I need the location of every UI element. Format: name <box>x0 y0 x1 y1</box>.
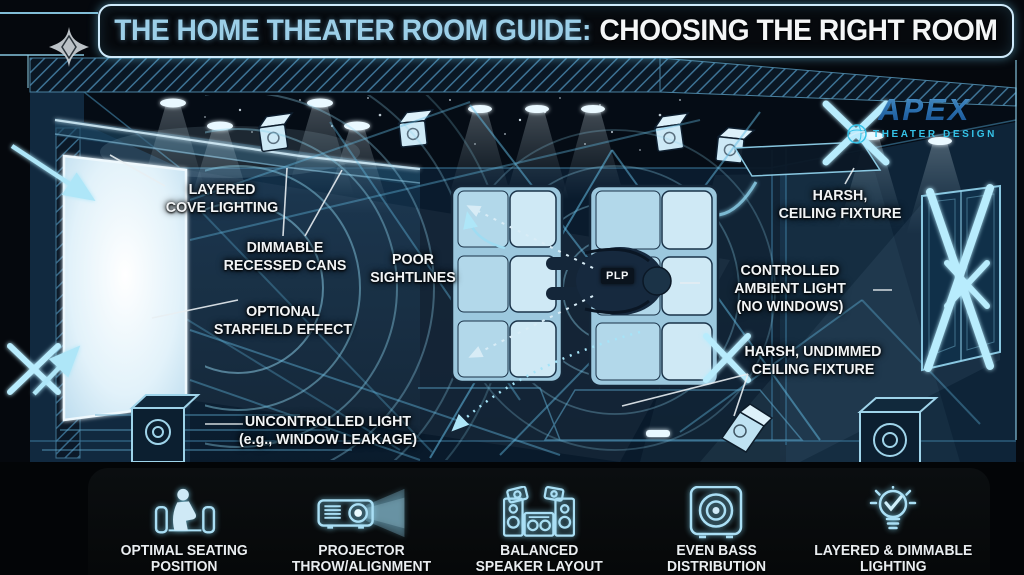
title-main: THE HOME THEATER ROOM GUIDE: <box>114 14 592 47</box>
legend-label: OPTIMAL SEATING POSITION <box>121 543 249 575</box>
legend-label: PROJECTOR THROW/ALIGNMENT <box>292 543 432 575</box>
label-optional-starfield: OPTIONAL STARFIELD EFFECT <box>213 303 353 338</box>
flat-ceiling-fixture <box>733 141 882 177</box>
title-sub: CHOOSING THE RIGHT ROOM <box>599 14 999 47</box>
projector-icon <box>317 488 405 538</box>
light-leak-arrows <box>10 144 96 396</box>
apex-logo: APEX THEATER DESIGN <box>846 94 1024 145</box>
floor-risers <box>42 387 804 451</box>
plp-badge: PLP <box>601 268 634 284</box>
legend-item-lighting: LAYERED & DIMMABLE LIGHTING <box>805 468 982 575</box>
globe-icon <box>847 124 867 144</box>
label-dimmable-recessed-cans: DIMMABLE RECESSED CANS <box>223 239 347 274</box>
speaker-stack-icon <box>503 486 575 537</box>
subwoofer-right <box>857 397 939 469</box>
legend-item-speakers: BALANCED SPEAKER LAYOUT <box>450 468 627 575</box>
subwoofer-icon <box>689 486 743 539</box>
logo-wordmark: APEX <box>878 94 1024 125</box>
label-harsh-ceiling-fixture: HARSH, CEILING FIXTURE <box>778 187 902 222</box>
legend-label: LAYERED & DIMMABLE LIGHTING <box>814 543 973 575</box>
floor-strip-light <box>646 430 670 437</box>
legend-item-projector: PROJECTOR THROW/ALIGNMENT <box>273 468 450 575</box>
sofa-left-row <box>450 184 564 384</box>
label-harsh-undimmed-fixture: HARSH, UNDIMMED CEILING FIXTURE <box>744 343 882 378</box>
small-cube-speaker <box>720 403 774 453</box>
logo-subtitle: THEATER DESIGN <box>873 128 997 140</box>
label-uncontrolled-light: UNCONTROLLED LIGHT (e.g., WINDOW LEAKAGE… <box>238 413 418 448</box>
legend-label: EVEN BASS DISTRIBUTION <box>666 543 766 575</box>
label-leader-lines <box>109 154 892 425</box>
legend-bar: OPTIMAL SEATING POSITION PROJECTOR THROW… <box>88 468 990 575</box>
sightline-arrows <box>451 205 641 432</box>
legend-item-seating: OPTIMAL SEATING POSITION <box>96 468 273 575</box>
title-bar: THE HOME THEATER ROOM GUIDE:CHOOSING THE… <box>98 4 1014 58</box>
sparkle-ornament-icon <box>49 27 89 67</box>
label-poor-sightlines: POOR SIGHTLINES <box>370 251 456 286</box>
seated-person-icon <box>154 488 215 534</box>
bulb-check-icon <box>870 486 917 530</box>
label-controlled-ambient-light: CONTROLLED AMBIENT LIGHT (NO WINDOWS) <box>734 262 846 315</box>
legend-item-bass: EVEN BASS DISTRIBUTION <box>628 468 805 575</box>
legend-label: BALANCED SPEAKER LAYOUT <box>475 543 603 575</box>
label-layered-cove-lighting: LAYERED COVE LIGHTING <box>165 181 279 216</box>
page-title: THE HOME THEATER ROOM GUIDE:CHOOSING THE… <box>114 14 999 48</box>
